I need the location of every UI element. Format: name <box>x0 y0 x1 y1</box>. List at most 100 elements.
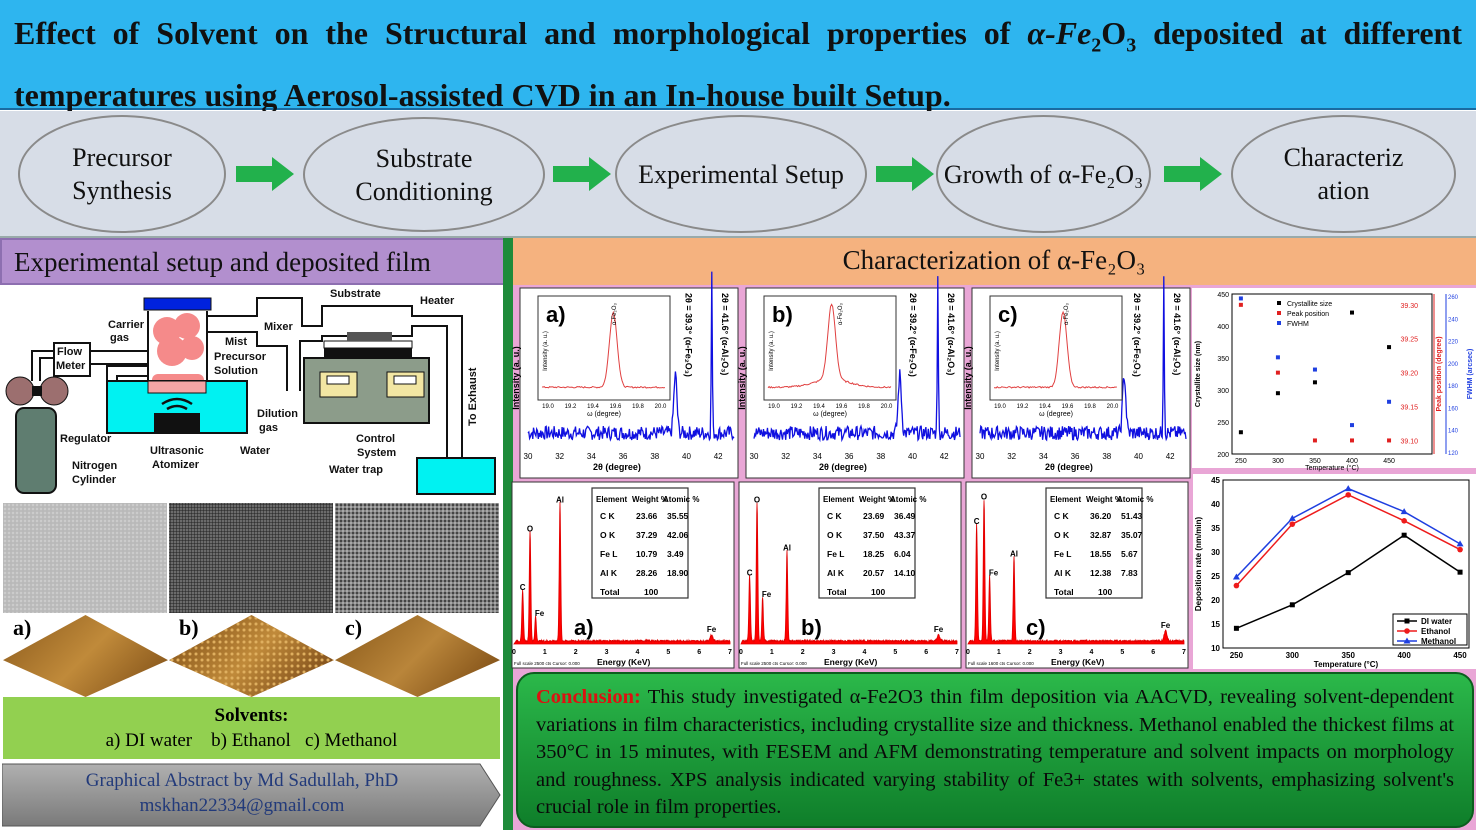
edx-peak-label: O <box>527 525 533 534</box>
edx-xtick: 2 <box>801 649 805 656</box>
edx-table-cell: 10.79 <box>636 549 658 559</box>
scatter-ytick-left: 300 <box>1217 388 1229 395</box>
edx-table-cell: C K <box>600 511 616 521</box>
scatter-point <box>1275 355 1280 360</box>
xrd-inset-xtick: 19.6 <box>836 404 848 410</box>
scatter-point <box>1312 438 1317 443</box>
arrow-right-icon <box>1164 157 1222 191</box>
scatter-chart <box>1192 288 1476 468</box>
edx-scale-text: Full scale 2500 cts Cursor: 0.000 <box>741 661 807 666</box>
scatter-xlabel: Temperature (°C) <box>1305 464 1359 472</box>
flow-step-growth: Growth of α-Fe₂O₃ <box>936 115 1151 233</box>
edx-peak-label: Fe <box>989 568 999 577</box>
edx-xlabel: Energy (KeV) <box>1051 657 1105 667</box>
edx-table-cell: 43.37 <box>894 530 916 540</box>
edx-xtick: 5 <box>666 649 670 656</box>
edx-xtick: 7 <box>955 649 959 656</box>
edx-peak-label: Fe <box>535 609 545 618</box>
scatter-ytick-left: 250 <box>1217 420 1229 427</box>
edx-xtick: 1 <box>543 649 547 656</box>
scatter-xtick: 400 <box>1346 458 1358 465</box>
edx-table-cell: C K <box>827 511 843 521</box>
edx-xtick: 3 <box>1059 649 1063 656</box>
line-xlabel: Temperature (°C) <box>1314 660 1379 669</box>
scatter-plot-area <box>1231 293 1433 455</box>
line-marker <box>1403 637 1411 644</box>
edx-table-cell: Total <box>1054 587 1074 597</box>
xrd-inset-peak-label: α-Fe₂O₃ <box>1064 302 1070 324</box>
edx-table-cell: Fe L <box>1054 549 1071 559</box>
footer-email: mskhan22334@gmail.com <box>139 795 345 816</box>
edx-table-cell: 36.20 <box>1090 511 1112 521</box>
xrd-inset-curve <box>993 310 1117 389</box>
edx-table-cell: Fe L <box>827 549 844 559</box>
edx-table <box>1045 487 1143 599</box>
edx-table-cell: Total <box>600 587 620 597</box>
label-system: System <box>357 447 396 459</box>
xrd-xtick: 34 <box>587 452 596 461</box>
scatter-point <box>1275 370 1280 375</box>
scatter-ytick-left: 400 <box>1217 324 1229 331</box>
edx-table-header: Atomic % <box>663 495 699 504</box>
scatter-ytick-fwhm: 200 <box>1448 362 1459 368</box>
footer-author: Graphical Abstract by Md Sadullah, PhD <box>85 770 399 791</box>
edx-table-cell: 42.06 <box>667 530 689 540</box>
conclusion-text: This study investigated α-Fe2O3 thin fil… <box>536 686 1454 818</box>
xrd-inset-xtick: 19.4 <box>1039 404 1051 410</box>
edx-table-cell: 37.29 <box>636 530 658 540</box>
xrd-inset-xtick: 19.8 <box>632 404 644 410</box>
scatter-ytick-left: 200 <box>1217 452 1229 459</box>
xrd-inset-xtick: 20.0 <box>881 404 893 410</box>
edx-table-cell: C K <box>1054 511 1070 521</box>
scatter-ylabel-left: Crystallite size (nm) <box>1195 341 1202 407</box>
xrd-xtick: 40 <box>908 452 917 461</box>
label-precursor: Precursor <box>214 351 267 363</box>
label-mixer: Mixer <box>264 321 293 333</box>
line-marker <box>1344 485 1352 492</box>
line-plot-area <box>1222 479 1470 649</box>
scatter-ytick-peak: 39.30 <box>1400 303 1418 310</box>
edx-xtick: 3 <box>832 649 836 656</box>
edx-table-cell: 18.90 <box>667 568 689 578</box>
line-marker <box>1232 573 1240 580</box>
xrd-inset <box>989 295 1123 401</box>
flow-label: Growth of α-Fe₂O₃ <box>943 159 1144 189</box>
label-water-trap: Water trap <box>329 464 383 476</box>
edx-table-cell: O K <box>1054 530 1070 540</box>
scatter-xtick: 450 <box>1383 458 1395 465</box>
xrd-inset-ylabel: Intensity (a. u.) <box>995 331 1001 371</box>
flow-step-substrate: Substrate Conditioning <box>303 117 545 232</box>
line-ytick: 25 <box>1211 572 1220 581</box>
scatter-xtick: 300 <box>1272 458 1284 465</box>
edx-table-cell: Fe L <box>600 549 617 559</box>
edx-table-cell: 32.87 <box>1090 530 1112 540</box>
line-xtick: 450 <box>1453 651 1467 660</box>
xrd-xtick: 40 <box>682 452 691 461</box>
title-sub: 2 <box>1091 34 1102 57</box>
line-marker <box>1401 532 1407 538</box>
edx-table-cell: Total <box>827 587 847 597</box>
edx-table-cell: 51.43 <box>1121 511 1143 521</box>
line-marker <box>1345 492 1352 498</box>
xrd-xtick: 32 <box>781 452 790 461</box>
edx-peak-label: Fe <box>1161 621 1171 630</box>
scatter-point <box>1238 430 1243 435</box>
xrd-xtick: 34 <box>813 452 822 461</box>
edx-table-header: Element <box>1050 495 1081 504</box>
xrd-curve <box>979 276 1187 442</box>
xrd-inset-xtick: 19.0 <box>994 404 1006 410</box>
xrd-xtick: 42 <box>714 452 723 461</box>
scatter-point <box>1387 345 1392 350</box>
edx-xlabel: Energy (KeV) <box>824 657 878 667</box>
edx-xtick: 2 <box>1028 649 1032 656</box>
edx-xtick: 3 <box>605 649 609 656</box>
edx-xtick: 7 <box>1182 649 1186 656</box>
author-footer: Graphical Abstract by Md Sadullah, PhD m… <box>2 762 502 828</box>
edx-table-cell: 35.55 <box>667 511 689 521</box>
line-ytick: 40 <box>1211 500 1220 509</box>
scatter-legend-marker <box>1277 321 1281 325</box>
edx-table-cell: Al K <box>827 568 845 578</box>
xrd-panel-label: b) <box>772 302 793 327</box>
edx-table <box>818 487 916 599</box>
edx-table-cell: 100 <box>644 587 658 597</box>
